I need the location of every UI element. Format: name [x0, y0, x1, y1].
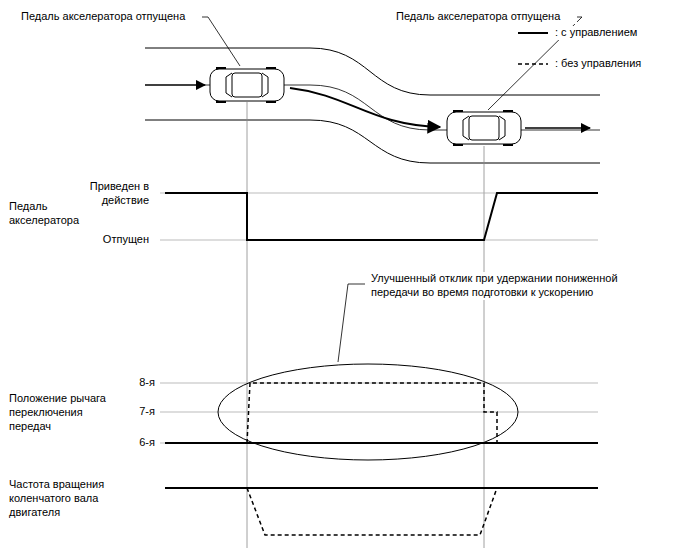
legend-text: : с управлением	[554, 26, 638, 40]
time-marker	[247, 102, 248, 548]
state-label: Отпущен	[80, 233, 150, 247]
gear-uncontrolled	[247, 383, 497, 443]
motion-arrow	[145, 84, 205, 86]
gear-controlled	[165, 442, 598, 444]
engine-speed-uncontrolled	[247, 488, 497, 535]
leader-line	[338, 284, 365, 362]
callout-note: Улучшенный отклик при удержании пониженн…	[370, 272, 662, 300]
signal-name: Частота вращения коленчатого вала двигат…	[8, 478, 122, 519]
pedal-signal	[165, 193, 598, 240]
signal-name: Педаль акселератора	[8, 200, 94, 228]
motion-arrow	[525, 127, 590, 129]
engine-speed-controlled	[165, 487, 598, 489]
signal-name: Положение рычага переключения передач	[8, 392, 122, 433]
callout-label: Педаль акселератора отпущена	[20, 10, 202, 24]
gear-label: 7-я	[122, 405, 156, 419]
legend-text: : без управления	[554, 57, 642, 71]
gear-label: 6-я	[122, 436, 156, 450]
leader-line	[196, 17, 240, 66]
callout-label: Педаль акселератора отпущена	[395, 10, 577, 24]
callout-ellipse	[218, 364, 518, 460]
car	[447, 110, 521, 146]
legend-sample	[518, 63, 548, 65]
gear-label: 8-я	[122, 376, 156, 390]
motion-arrow	[290, 88, 440, 127]
reference-lines	[160, 193, 598, 443]
car	[210, 67, 284, 103]
road	[145, 48, 600, 163]
legend-sample	[518, 32, 548, 34]
